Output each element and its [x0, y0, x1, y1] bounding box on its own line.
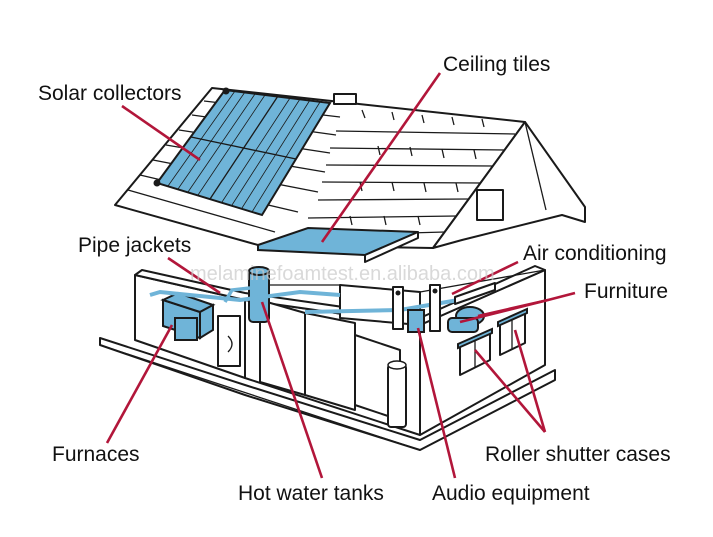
- leader-furniture-2: [459, 298, 549, 324]
- leader-roller-shutter-2: [513, 329, 547, 433]
- floor-plate: [99, 337, 556, 451]
- label-pipe-jackets: Pipe jackets: [78, 234, 191, 257]
- label-furnaces: Furnaces: [52, 443, 140, 466]
- chimney-vent: [333, 93, 357, 105]
- leader-furnaces: [105, 324, 174, 444]
- label-hot-water-tanks: Hot water tanks: [238, 482, 384, 505]
- leader-solar-collectors: [121, 104, 201, 162]
- leader-air-conditioning: [451, 260, 519, 296]
- label-ceiling-tiles: Ceiling tiles: [443, 53, 550, 76]
- label-furniture: Furniture: [584, 280, 668, 303]
- solar-panel: [153, 87, 332, 217]
- leader-pipe-jackets: [167, 256, 221, 295]
- leader-audio-equipment: [416, 327, 457, 479]
- leader-lines: [105, 72, 576, 479]
- leader-ceiling-tiles: [320, 72, 442, 243]
- watermark: melaminefoamtest.en.alibaba.com: [190, 263, 495, 285]
- label-solar-collectors: Solar collectors: [38, 82, 182, 105]
- label-audio-equipment: Audio equipment: [432, 482, 590, 505]
- gable-window: [476, 189, 504, 221]
- interior-door: [217, 315, 241, 367]
- leader-hot-water-tanks: [260, 301, 324, 479]
- furnace: [160, 291, 216, 341]
- air-conditioning-unit: [454, 282, 496, 305]
- label-roller-shutter-cases: Roller shutter cases: [485, 443, 671, 466]
- callout-labels: Solar collectors Ceiling tiles Pipe jack…: [38, 53, 671, 505]
- label-air-conditioning: Air conditioning: [523, 242, 667, 265]
- audio-equipment: [392, 284, 441, 333]
- front-door-column: [387, 364, 407, 428]
- leader-roller-shutter-1: [474, 349, 546, 433]
- roof: [114, 87, 586, 263]
